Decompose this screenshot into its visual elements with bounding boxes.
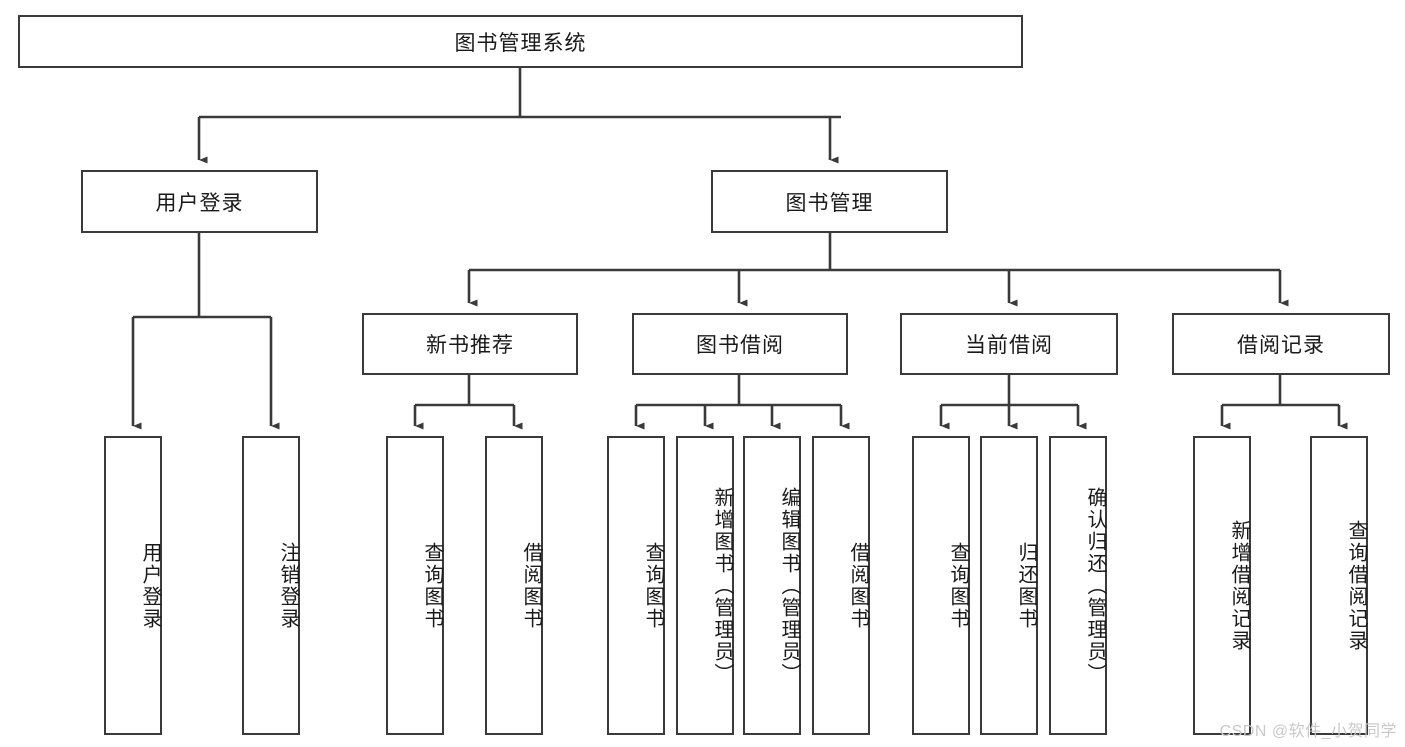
- node-book-management[interactable]: 图书管理: [711, 170, 948, 233]
- node-label: 借阅记录: [1237, 334, 1325, 357]
- node-label: 借阅图书: [847, 541, 869, 630]
- leaf-borrow-book-recommend[interactable]: 借阅图书: [485, 436, 543, 735]
- leaf-query-book-current[interactable]: 查询图书: [912, 436, 970, 735]
- node-label: 用户登录: [139, 541, 161, 630]
- leaf-user-login[interactable]: 用户登录: [104, 436, 162, 735]
- leaf-borrow-book[interactable]: 借阅图书: [812, 436, 870, 735]
- leaf-edit-book-admin[interactable]: 编辑图书（管理员）: [743, 436, 801, 735]
- leaf-user-logout[interactable]: 注销登录: [242, 436, 300, 735]
- leaf-query-borrow-record[interactable]: 查询借阅记录: [1310, 436, 1368, 735]
- node-label: 新增借阅记录: [1228, 519, 1250, 652]
- leaf-confirm-return-admin[interactable]: 确认归还（管理员）: [1049, 436, 1107, 735]
- leaf-return-book[interactable]: 归还图书: [980, 436, 1038, 735]
- node-label: 查询图书: [642, 541, 664, 630]
- csdn-watermark: CSDN @软件_小贺同学: [1219, 723, 1397, 740]
- node-label: 图书管理: [785, 191, 874, 215]
- node-book-borrow[interactable]: 图书借阅: [632, 313, 848, 375]
- node-label: 当前借阅: [965, 334, 1053, 357]
- node-current-borrow[interactable]: 当前借阅: [900, 313, 1118, 375]
- node-root-system[interactable]: 图书管理系统: [18, 15, 1023, 68]
- leaf-query-book-borrow[interactable]: 查询图书: [607, 436, 665, 735]
- node-label: 编辑图书（管理员）: [778, 486, 800, 685]
- node-new-book-recommend[interactable]: 新书推荐: [362, 313, 578, 375]
- node-label: 查询图书: [421, 541, 443, 630]
- node-borrow-records[interactable]: 借阅记录: [1172, 313, 1390, 375]
- node-label: 图书借阅: [696, 334, 784, 357]
- node-label: 归还图书: [1015, 541, 1037, 630]
- node-label: 新书推荐: [426, 334, 514, 357]
- node-label: 用户登录: [155, 191, 244, 215]
- node-user-login[interactable]: 用户登录: [81, 170, 318, 233]
- leaf-add-borrow-record[interactable]: 新增借阅记录: [1193, 436, 1251, 735]
- leaf-query-book-recommend[interactable]: 查询图书: [386, 436, 444, 735]
- node-label: 查询图书: [947, 541, 969, 630]
- node-label: 注销登录: [277, 541, 299, 630]
- leaf-add-book-admin[interactable]: 新增图书（管理员）: [676, 436, 734, 735]
- node-label: 图书管理系统: [454, 31, 587, 55]
- node-label: 确认归还（管理员）: [1084, 486, 1106, 685]
- node-label: 新增图书（管理员）: [711, 486, 733, 685]
- node-label: 查询借阅记录: [1345, 519, 1367, 652]
- node-label: 借阅图书: [520, 541, 542, 630]
